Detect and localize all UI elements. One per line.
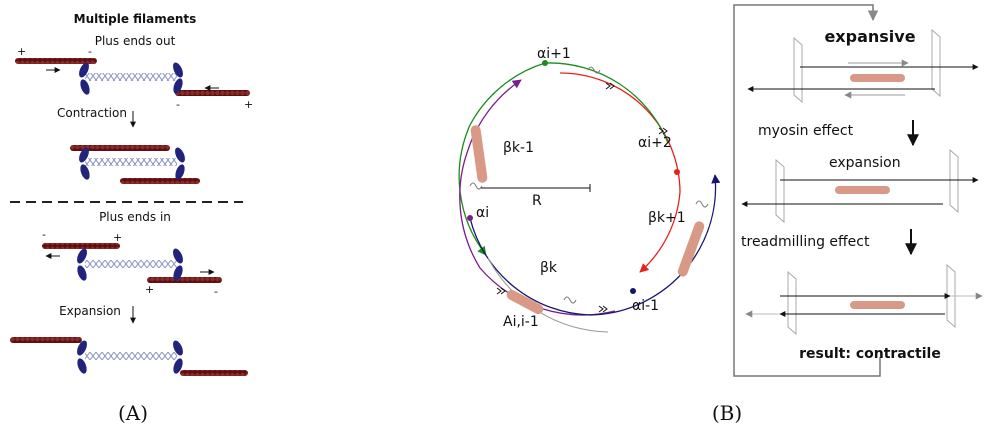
myosin-head xyxy=(77,265,87,281)
label-alpha-i-plus-2: αi+2 xyxy=(638,135,672,151)
panel-a-title: Multiple filaments xyxy=(74,12,197,26)
myosin-head xyxy=(80,79,90,95)
crosslinker-spring xyxy=(695,200,709,208)
myosin-tail xyxy=(85,352,177,360)
node-alpha-i-minus-1 xyxy=(630,288,636,294)
node-alpha-i-plus-1 xyxy=(542,60,548,66)
polarity-chevron xyxy=(605,82,615,90)
anchor-plate xyxy=(787,270,797,336)
purple-filament-arc xyxy=(459,79,616,316)
myosin-minifilament xyxy=(850,301,905,309)
myosin-head xyxy=(77,248,87,264)
myosin-head xyxy=(77,340,87,356)
step-contraction-label: Contraction xyxy=(57,106,127,120)
actin-filament xyxy=(180,370,248,376)
myosin-head xyxy=(173,340,183,356)
myosin-tail xyxy=(85,260,177,268)
crosslinker-spring xyxy=(587,66,601,74)
label-alpha-i-plus-1: αi+1 xyxy=(537,46,571,62)
myosin-head xyxy=(79,62,89,78)
crosslinker-spring xyxy=(469,182,483,190)
step-expansion-label: Expansion xyxy=(59,304,121,318)
polarity-chevron xyxy=(658,127,668,135)
myosin-head xyxy=(79,147,89,163)
assembly-expanded xyxy=(10,337,248,376)
green-filament-arc xyxy=(458,62,669,256)
assembly-plus-ends-out: + - - + xyxy=(15,45,253,111)
polarity-chevron xyxy=(598,305,608,313)
actin-filament xyxy=(175,90,250,96)
anchor-plate xyxy=(949,148,959,214)
actin-filament xyxy=(42,243,120,249)
state-expansive xyxy=(747,28,979,104)
caption-b: (B) xyxy=(712,401,742,425)
label-radius: R xyxy=(532,193,542,209)
crosslinker-spring xyxy=(563,296,577,304)
label-beta-k: βk xyxy=(540,260,558,276)
label-beta-k-minus-1: βk-1 xyxy=(503,140,534,156)
actin-filament xyxy=(147,277,222,283)
assembly-contracted xyxy=(70,145,200,184)
polarity-chevron xyxy=(496,287,506,295)
label-result: result: contractile xyxy=(799,346,941,362)
label-alpha-i-minus-1: αi-1 xyxy=(632,298,659,314)
state-result xyxy=(745,263,983,336)
navy-filament-arc xyxy=(469,174,721,316)
panel-b: expansive myosin effect expansion treadm… xyxy=(712,4,983,425)
anchor-plate xyxy=(946,263,956,329)
section-plus-ends-in: Plus ends in xyxy=(99,210,171,224)
label-myosin-effect: myosin effect xyxy=(758,123,854,139)
label-treadmilling-effect: treadmilling effect xyxy=(741,234,870,250)
label-expansive: expansive xyxy=(824,27,915,46)
myosin-head xyxy=(173,248,183,264)
actin-filament xyxy=(15,58,97,64)
polarity-marks xyxy=(496,82,668,313)
caption-a: (A) xyxy=(118,401,148,425)
myosin-minifilament xyxy=(470,125,488,183)
anchor-plate xyxy=(775,158,785,224)
plus-end-label: + xyxy=(244,98,253,111)
feedback-loop-arrow xyxy=(733,4,881,377)
assembly-plus-ends-in: - + + - xyxy=(42,228,222,298)
minus-end-label: - xyxy=(88,45,92,58)
myosin-head xyxy=(173,358,183,374)
myosin-minifilament xyxy=(677,221,705,277)
plus-end-label: + xyxy=(145,283,154,296)
myosin-minifilament xyxy=(835,186,890,194)
myosin-minifilament xyxy=(506,289,544,315)
anchor-plate xyxy=(931,28,941,98)
section-plus-ends-out: Plus ends out xyxy=(95,34,176,48)
minus-end-label: - xyxy=(176,98,180,111)
myosin-minifilament xyxy=(850,74,905,82)
minus-end-label: - xyxy=(214,285,218,298)
myosin-head xyxy=(173,78,183,94)
myosin-head xyxy=(77,358,87,374)
label-arc-length: Ai,i-1 xyxy=(503,314,539,330)
label-alpha-i: αi xyxy=(476,205,489,221)
myosin-head xyxy=(80,164,90,180)
state-expansion xyxy=(741,148,979,224)
myosin-head xyxy=(173,265,183,281)
myosin-tail xyxy=(85,73,177,81)
panel-a: Multiple filaments Plus ends out + - - +… xyxy=(10,12,253,425)
actin-filament xyxy=(70,145,170,151)
label-expansion: expansion xyxy=(829,155,901,171)
myosin-head xyxy=(175,164,185,180)
red-filament-arc xyxy=(559,72,681,273)
plus-end-label: + xyxy=(17,45,26,58)
ring-diagram: αi+1 αi+2 βk-1 βk+1 R αi βk αi-1 Ai,i-1 xyxy=(458,46,721,333)
actin-filament xyxy=(120,178,200,184)
crosslinkers xyxy=(469,66,709,304)
node-alpha-i xyxy=(467,215,473,221)
minus-end-label: - xyxy=(42,228,46,241)
label-beta-k-plus-1: βk+1 xyxy=(648,210,686,226)
myosin-head xyxy=(173,62,183,78)
actin-filament xyxy=(10,337,82,343)
node-alpha-i-plus-2 xyxy=(674,169,680,175)
myosin-tail xyxy=(85,158,177,166)
plus-end-label: + xyxy=(113,231,122,244)
myosin-head xyxy=(175,147,185,163)
anchor-plate xyxy=(793,36,803,104)
